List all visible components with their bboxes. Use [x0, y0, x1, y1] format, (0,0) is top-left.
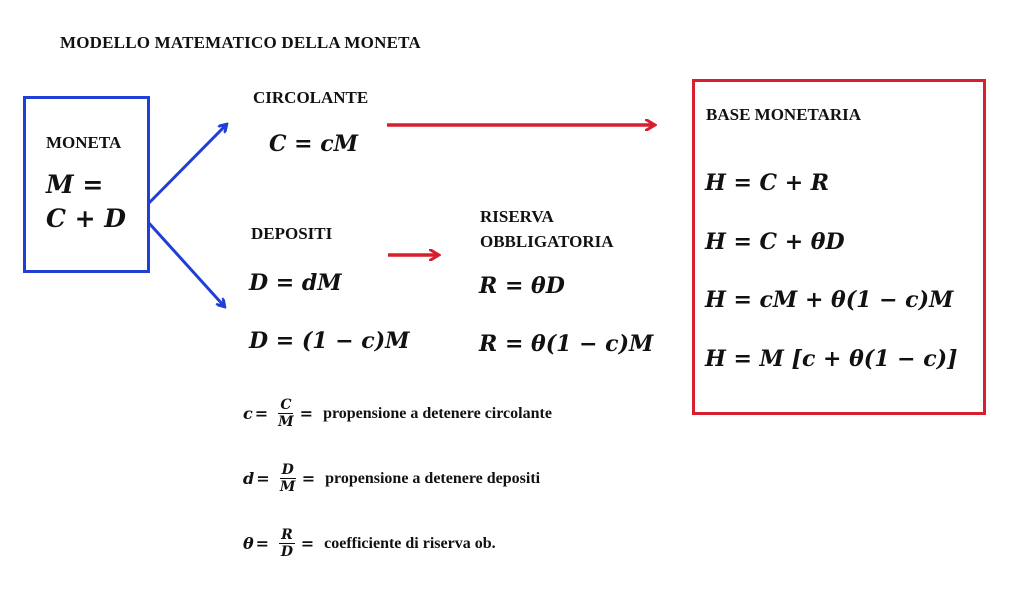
base-monetaria-box [692, 79, 986, 415]
riserva-label-line1: RISERVA [480, 207, 554, 226]
base-monetaria-equation-1: H = C + R [705, 170, 830, 196]
fraction-numerator: R [279, 527, 295, 544]
equals-sign: = [255, 534, 270, 553]
equals-sign: = [299, 404, 314, 423]
moneta-box [23, 96, 150, 273]
definition-theta-variable: θ [243, 534, 254, 553]
fraction-d-over-m: D M [279, 462, 296, 495]
base-monetaria-equation-4: H = M [c + θ(1 − c)] [705, 346, 958, 372]
definition-c-description: propensione a detenere circolante [323, 404, 552, 422]
circolante-equation: C = cM [269, 131, 359, 157]
definition-d-variable: d [243, 469, 255, 488]
fraction-denominator: M [278, 414, 294, 430]
fraction-numerator: C [278, 397, 294, 414]
equals-sign: = [300, 534, 315, 553]
equals-sign: = [301, 469, 316, 488]
base-monetaria-equation-3: H = cM + θ(1 − c)M [705, 287, 954, 313]
arrow-moneta-to-circolante [146, 125, 226, 206]
fraction-numerator: D [279, 462, 296, 479]
depositi-label: DEPOSITI [251, 224, 333, 243]
equals-sign: = [256, 469, 270, 488]
definition-theta-description: coefficiente di riserva ob. [324, 534, 496, 552]
definition-c-variable: c [243, 404, 253, 423]
depositi-equation-2: D = (1 − c)M [249, 328, 410, 354]
definition-d: d = D M = propensione a detenere deposit… [243, 462, 540, 495]
base-monetaria-label: BASE MONETARIA [706, 105, 862, 124]
moneta-label: MONETA [46, 133, 122, 152]
definition-theta: θ = R D = coefficiente di riserva ob. [243, 527, 496, 560]
equals-sign: = [254, 404, 269, 423]
moneta-equation-line1: M = [46, 170, 104, 199]
riserva-equation-1: R = θD [479, 273, 565, 299]
fraction-denominator: D [280, 544, 293, 560]
circolante-label: CIRCOLANTE [253, 88, 369, 107]
fraction-r-over-d: R D [279, 527, 295, 560]
depositi-equation-1: D = dM [249, 270, 342, 296]
fraction-c-over-m: C M [278, 397, 294, 430]
fraction-denominator: M [279, 479, 296, 495]
riserva-equation-2: R = θ(1 − c)M [479, 331, 654, 357]
definition-c: c = C M = propensione a detenere circola… [243, 397, 552, 430]
definition-d-description: propensione a detenere depositi [325, 469, 541, 487]
arrow-moneta-to-depositi [146, 220, 224, 306]
riserva-label-line2: OBBLIGATORIA [480, 232, 614, 251]
moneta-equation-line2: C + D [46, 204, 126, 233]
diagram-title: MODELLO MATEMATICO DELLA MONETA [60, 33, 421, 52]
base-monetaria-equation-2: H = C + θD [705, 229, 845, 255]
